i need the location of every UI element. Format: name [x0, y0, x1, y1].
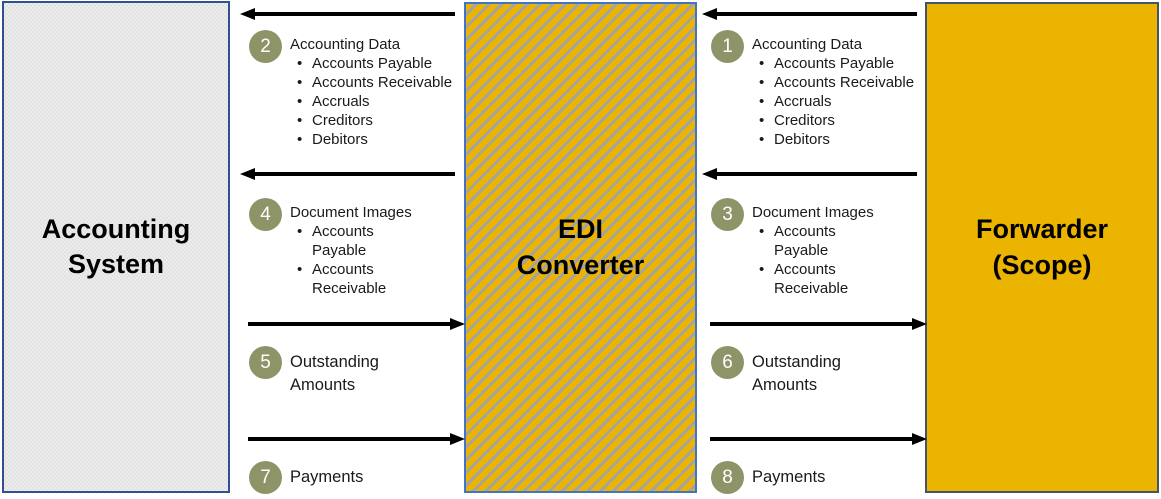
arrowhead-icon [912, 318, 927, 330]
step-number-badge: 7 [249, 461, 282, 494]
step-number: 8 [722, 466, 733, 488]
step-number: 7 [260, 466, 271, 488]
step-number-badge: 5 [249, 346, 282, 379]
step-number-badge: 4 [249, 198, 282, 231]
flow-label: Payments [752, 468, 826, 486]
flow-group-7: 7 Payments [240, 433, 465, 494]
arrow-shaft [248, 437, 451, 441]
arrow-shaft [715, 172, 917, 176]
arrowhead-icon [240, 168, 255, 180]
flow-label: Payments [290, 468, 364, 486]
flow-arrow [702, 318, 927, 330]
flow-body: 6 Outstanding Amounts [702, 346, 927, 397]
flow-item: Accounts Payable [752, 222, 874, 260]
node-forwarder-scope: Forwarder (Scope) [925, 2, 1159, 493]
flow-items: Accounts PayableAccounts Receivable [290, 222, 412, 298]
flow-body: 7 Payments [240, 461, 465, 494]
flow-text: Outstanding Amounts [752, 351, 872, 397]
flow-group-3: 3 Document Images Accounts PayableAccoun… [702, 168, 927, 298]
flow-item: Accounts Receivable [290, 260, 412, 298]
flow-body: 1 Accounting Data Accounts PayableAccoun… [702, 30, 927, 149]
flow-text: Payments [752, 466, 825, 494]
flow-item: Accounts Payable [752, 54, 914, 73]
flow-arrow [702, 8, 927, 20]
step-number-badge: 8 [711, 461, 744, 494]
arrow-shaft [710, 322, 913, 326]
flow-arrow [240, 318, 465, 330]
flow-text: Outstanding Amounts [290, 351, 410, 397]
step-number-badge: 1 [711, 30, 744, 63]
flow-item: Creditors [752, 111, 914, 130]
arrowhead-icon [240, 8, 255, 20]
flow-group-1: 1 Accounting Data Accounts PayableAccoun… [702, 8, 927, 149]
flow-items: Accounts PayableAccounts ReceivableAccru… [290, 54, 452, 149]
step-number: 1 [722, 35, 733, 57]
flow-label: Outstanding Amounts [290, 353, 379, 394]
arrow-shaft [253, 172, 455, 176]
node-accounting-system: Accounting System [2, 1, 230, 493]
flow-text: Accounting Data Accounts PayableAccounts… [290, 35, 452, 149]
flow-items: Accounts PayableAccounts ReceivableAccru… [752, 54, 914, 149]
arrow-shaft [710, 437, 913, 441]
flow-items: Accounts PayableAccounts Receivable [752, 222, 874, 298]
step-number: 4 [260, 203, 271, 225]
flow-text: Payments [290, 466, 363, 494]
arrowhead-icon [702, 8, 717, 20]
flow-arrow [702, 433, 927, 445]
flow-item: Accounts Receivable [290, 73, 452, 92]
step-number-badge: 6 [711, 346, 744, 379]
arrow-shaft [253, 12, 455, 16]
flow-label: Document Images [752, 204, 874, 221]
arrowhead-icon [450, 433, 465, 445]
flow-item: Accruals [290, 92, 452, 111]
step-number-badge: 3 [711, 198, 744, 231]
flow-group-4: 4 Document Images Accounts PayableAccoun… [240, 168, 465, 298]
flow-group-2: 2 Accounting Data Accounts PayableAccoun… [240, 8, 465, 149]
flow-body: 8 Payments [702, 461, 927, 494]
arrow-shaft [715, 12, 917, 16]
flow-item: Accruals [752, 92, 914, 111]
step-number-badge: 2 [249, 30, 282, 63]
node-edi-converter: EDI Converter [464, 2, 697, 493]
flow-arrow [240, 433, 465, 445]
flow-text: Accounting Data Accounts PayableAccounts… [752, 35, 914, 149]
flow-item: Accounts Receivable [752, 73, 914, 92]
flow-arrow [240, 168, 465, 180]
flow-item: Accounts Payable [290, 54, 452, 73]
arrowhead-icon [450, 318, 465, 330]
arrowhead-icon [702, 168, 717, 180]
flow-arrow [702, 168, 927, 180]
arrowhead-icon [912, 433, 927, 445]
step-number: 6 [722, 351, 733, 373]
flow-item: Debitors [752, 130, 914, 149]
flow-text: Document Images Accounts PayableAccounts… [752, 203, 874, 298]
flow-body: 4 Document Images Accounts PayableAccoun… [240, 198, 465, 298]
flow-group-5: 5 Outstanding Amounts [240, 318, 465, 397]
node-title-edi-converter: EDI Converter [516, 214, 645, 280]
flow-label: Document Images [290, 204, 412, 221]
flow-body: 3 Document Images Accounts PayableAccoun… [702, 198, 927, 298]
step-number: 2 [260, 35, 271, 57]
flow-body: 5 Outstanding Amounts [240, 346, 465, 397]
flow-item: Debitors [290, 130, 452, 149]
flow-label: Accounting Data [752, 36, 863, 53]
flow-text: Document Images Accounts PayableAccounts… [290, 203, 412, 298]
flow-label: Outstanding Amounts [752, 353, 841, 394]
flow-item: Accounts Receivable [752, 260, 874, 298]
arrow-shaft [248, 322, 451, 326]
flow-label: Accounting Data [290, 36, 401, 53]
step-number: 3 [722, 203, 733, 225]
flow-arrow [240, 8, 465, 20]
flow-item: Creditors [290, 111, 452, 130]
flow-group-8: 8 Payments [702, 433, 927, 494]
flow-body: 2 Accounting Data Accounts PayableAccoun… [240, 30, 465, 149]
step-number: 5 [260, 351, 271, 373]
flow-group-6: 6 Outstanding Amounts [702, 318, 927, 397]
flow-item: Accounts Payable [290, 222, 412, 260]
node-title-forwarder-scope: Forwarder (Scope) [975, 214, 1109, 280]
node-title-accounting-system: Accounting System [41, 213, 191, 279]
